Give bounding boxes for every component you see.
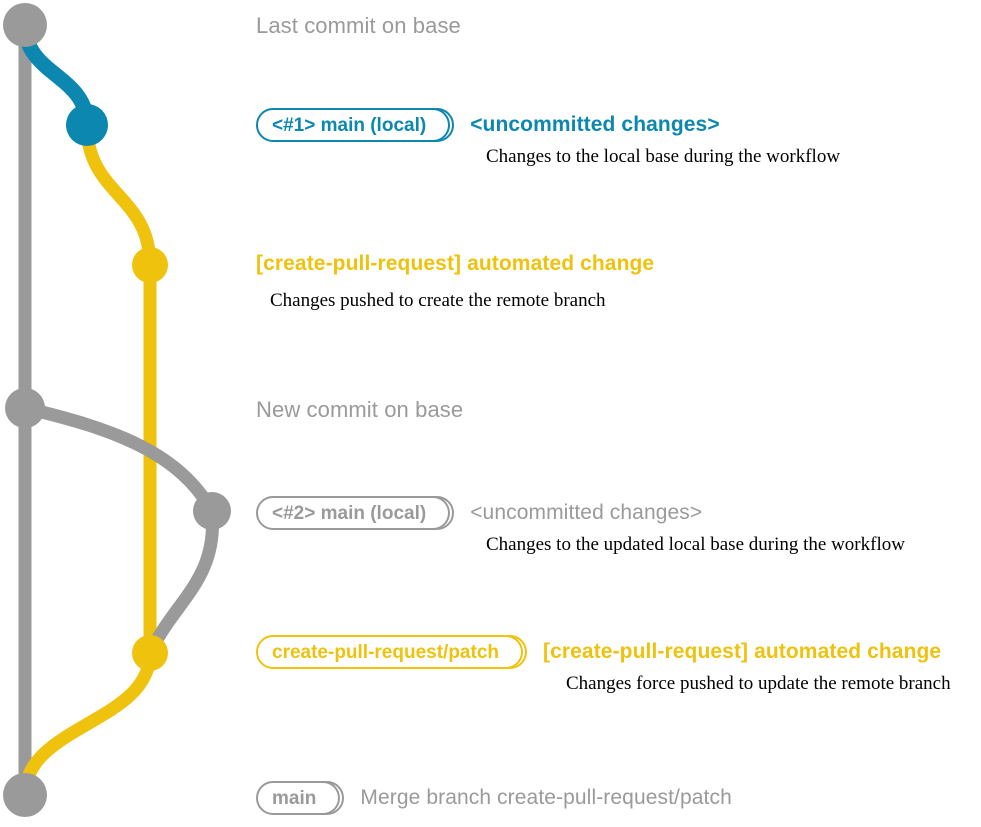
- commit-body-automated-change-1: Changes pushed to create the remote bran…: [270, 290, 606, 311]
- branch-pill-main[interactable]: main: [256, 781, 345, 815]
- branch-pill-patch[interactable]: create-pull-request/patch: [256, 635, 527, 669]
- edge-local1-to-patch1: [80, 118, 157, 272]
- edge-local2-to-patch2: [143, 504, 220, 660]
- commit-node-local-2[interactable]: [193, 492, 231, 530]
- edge-base2-to-local2: [18, 401, 219, 518]
- commit-row-merge: main Merge branch create-pull-request/pa…: [256, 781, 732, 815]
- commit-row-local-1: <#1> main (local) <uncommitted changes>: [256, 108, 720, 142]
- commit-subject-automated-change-1: [create-pull-request] automated change: [256, 252, 655, 275]
- commit-heading-last-commit-on-base: Last commit on base: [256, 13, 461, 38]
- commit-subject-local-1: <uncommitted changes>: [470, 113, 720, 136]
- commit-subject-local-2: <uncommitted changes>: [470, 501, 703, 524]
- commit-node-last-commit-on-base[interactable]: [3, 3, 47, 47]
- commit-node-local-1[interactable]: [66, 104, 108, 146]
- branch-pill-local-1[interactable]: <#1> main (local): [256, 108, 455, 142]
- commit-node-automated-change-1[interactable]: [132, 247, 168, 283]
- commit-row-new-commit-on-base: New commit on base: [256, 397, 463, 423]
- edge-patch2-to-merge: [18, 646, 157, 802]
- commit-body-automated-change-2: Changes force pushed to update the remot…: [566, 673, 951, 694]
- branch-pill-main-label: main: [272, 787, 317, 809]
- commit-node-new-commit-on-base[interactable]: [5, 388, 45, 428]
- commit-body-local-2: Changes to the updated local base during…: [486, 534, 905, 555]
- commit-heading-new-commit-on-base: New commit on base: [256, 397, 464, 422]
- commit-row-local-2: <#2> main (local) <uncommitted changes>: [256, 496, 702, 530]
- branch-pill-local-1-label: <#1> main (local): [272, 114, 427, 136]
- branch-pill-local-2[interactable]: <#2> main (local): [256, 496, 455, 530]
- commit-node-merge[interactable]: [3, 773, 47, 817]
- commit-row-automated-change-1: [create-pull-request] automated change: [256, 252, 654, 276]
- commit-row-automated-change-2: create-pull-request/patch [create-pull-r…: [256, 635, 941, 669]
- branch-pill-local-2-label: <#2> main (local): [272, 502, 427, 524]
- commit-row-last-commit-on-base: Last commit on base: [256, 13, 461, 39]
- commit-body-local-1: Changes to the local base during the wor…: [486, 146, 841, 167]
- branch-pill-patch-label: create-pull-request/patch: [272, 641, 499, 663]
- commit-subject-merge: Merge branch create-pull-request/patch: [360, 786, 732, 809]
- commit-subject-automated-change-2: [create-pull-request] automated change: [543, 640, 942, 663]
- commit-node-automated-change-2[interactable]: [132, 635, 168, 671]
